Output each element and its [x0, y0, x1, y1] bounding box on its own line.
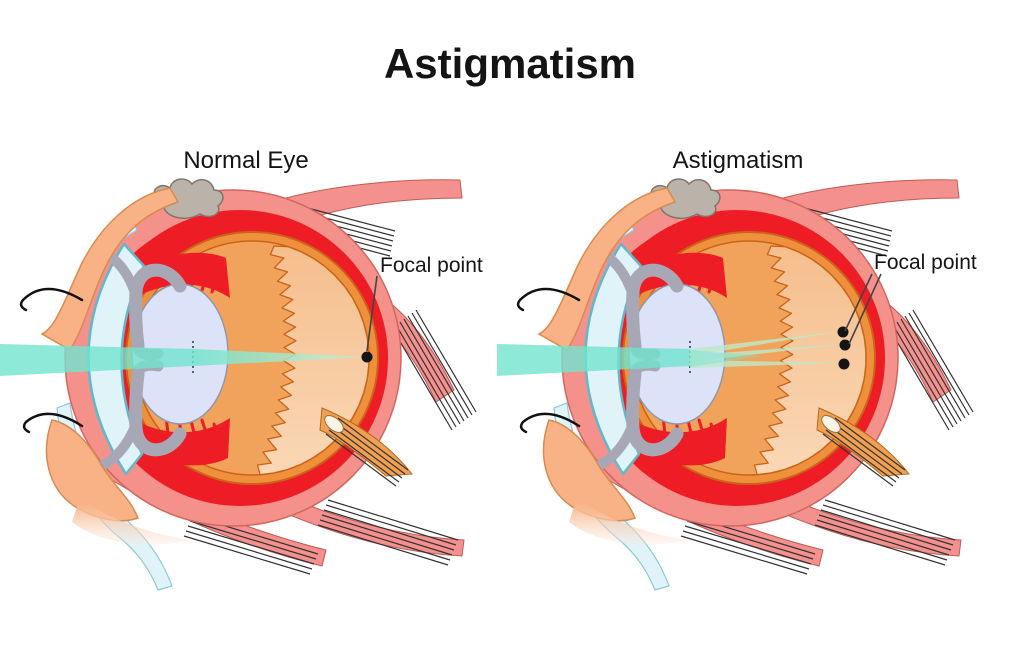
figure-normal-eye: Focal point — [0, 179, 483, 590]
focal-point-dot — [361, 351, 373, 363]
focal-point-label: Focal point — [380, 254, 483, 277]
incoming-light-beam — [497, 344, 690, 376]
focal-point-dot-3 — [838, 358, 850, 370]
focal-point-leader-line — [366, 275, 378, 352]
refracted-ray-top — [690, 331, 843, 356]
normal-eye-anatomy — [21, 179, 476, 590]
refracted-ray-middle — [690, 344, 845, 362]
normal-eye-label: Normal Eye — [183, 147, 308, 174]
focal-point-leader-line-1 — [844, 273, 873, 332]
figure-astigmatism-eye: Focal point — [497, 179, 977, 590]
refracted-light-beam — [193, 349, 367, 366]
focal-point-leader-line-2 — [848, 273, 882, 345]
incoming-light-beam — [0, 344, 193, 376]
diagram-title: Astigmatism — [384, 40, 636, 87]
refracted-ray-bottom — [690, 360, 844, 368]
focal-point-label: Focal point — [874, 251, 977, 274]
astigmatism-eye-label: Astigmatism — [673, 147, 804, 174]
beam-through-lens — [690, 350, 762, 367]
focal-point-dot-2 — [839, 339, 851, 351]
astigmatism-eye-anatomy — [518, 179, 973, 590]
